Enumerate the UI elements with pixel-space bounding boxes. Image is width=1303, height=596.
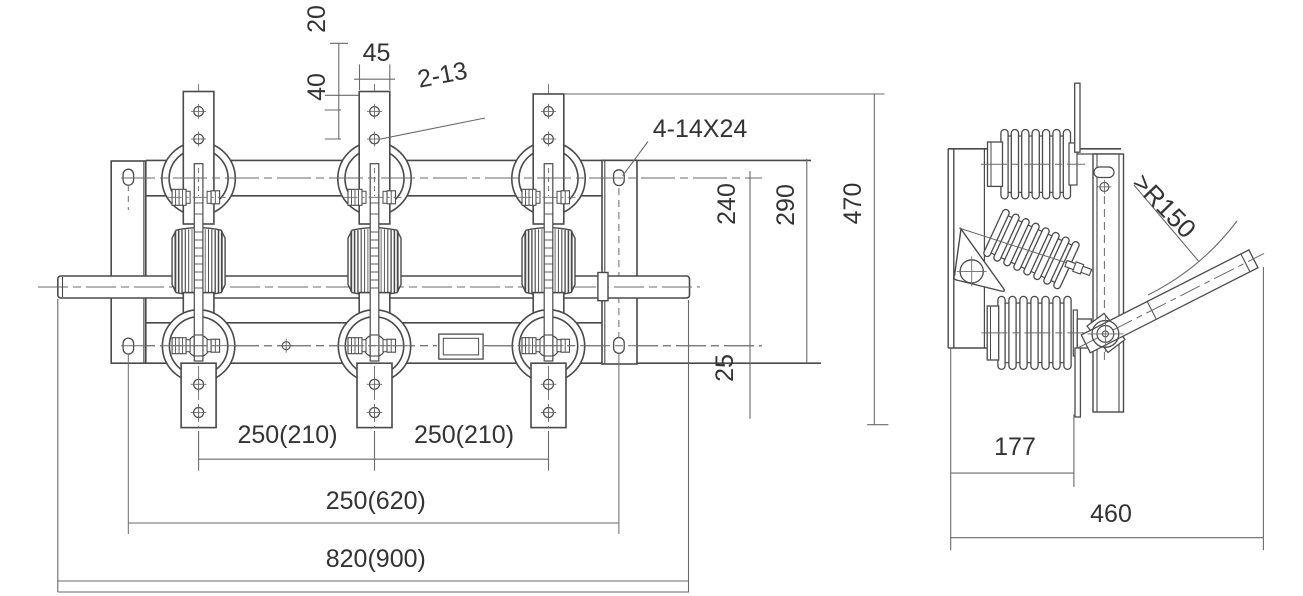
svg-text:40: 40	[303, 73, 331, 101]
svg-text:250(210): 250(210)	[237, 421, 337, 449]
svg-text:4-14X24: 4-14X24	[653, 115, 748, 143]
svg-text:290: 290	[772, 184, 800, 226]
svg-text:240: 240	[713, 183, 741, 225]
svg-text:25: 25	[711, 354, 739, 382]
svg-text:250(620): 250(620)	[326, 487, 426, 515]
svg-text:20: 20	[303, 5, 331, 33]
svg-text:177: 177	[994, 433, 1036, 461]
svg-text:820(900): 820(900)	[326, 545, 426, 573]
svg-text:250(210): 250(210)	[414, 421, 514, 449]
svg-text:460: 460	[1090, 500, 1132, 528]
svg-text:45: 45	[363, 39, 391, 67]
svg-text:470: 470	[839, 183, 867, 225]
